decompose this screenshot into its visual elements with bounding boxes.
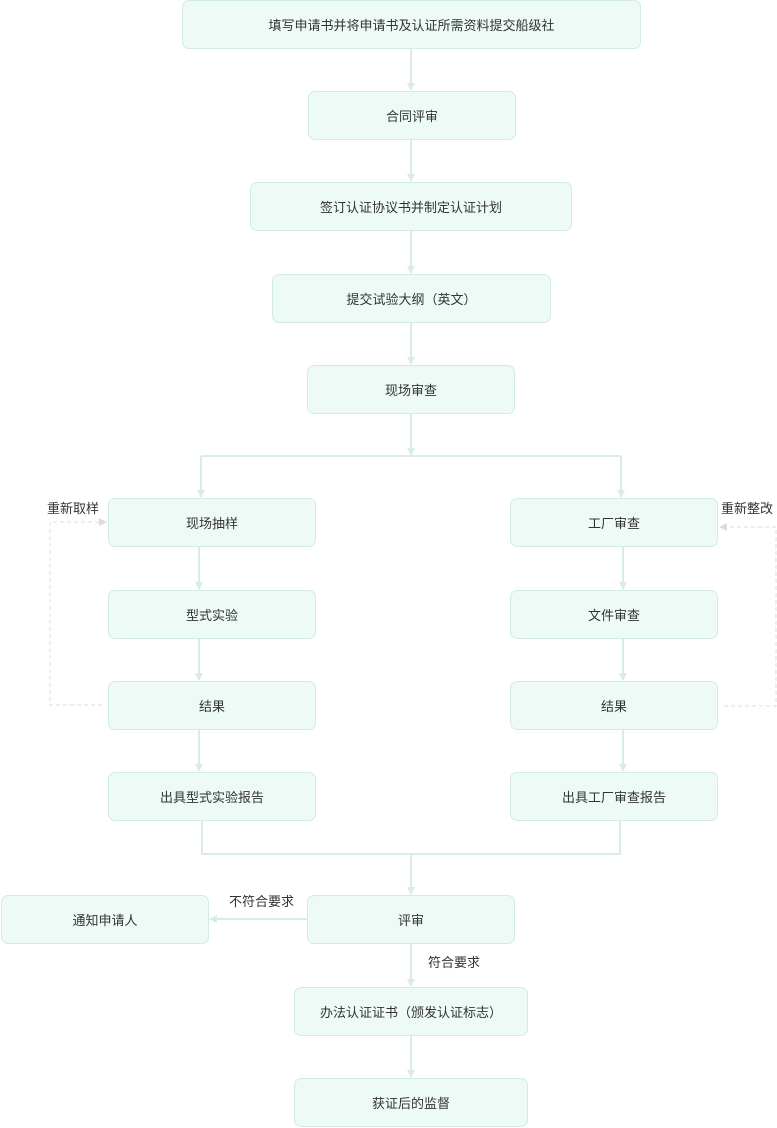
edge-label-resample: 重新取样 bbox=[47, 502, 100, 517]
edge-label-not-compliant: 不符合要求 bbox=[229, 895, 295, 910]
node-evaluation: 评审 bbox=[307, 895, 515, 944]
node-post-certification-supervision: 获证后的监督 bbox=[294, 1078, 528, 1127]
edge-label-compliant: 符合要求 bbox=[428, 956, 481, 971]
node-contract-review: 合同评审 bbox=[308, 91, 516, 140]
node-submit-outline: 提交试验大纲（英文） bbox=[272, 274, 551, 323]
node-notify-applicant: 通知申请人 bbox=[1, 895, 209, 944]
node-result-left: 结果 bbox=[108, 681, 316, 730]
node-type-test: 型式实验 bbox=[108, 590, 316, 639]
node-factory-review-report: 出具工厂审查报告 bbox=[510, 772, 718, 821]
node-submit-application: 填写申请书并将申请书及认证所需资料提交船级社 bbox=[182, 0, 641, 49]
node-site-review: 现场审查 bbox=[307, 365, 515, 414]
node-result-right: 结果 bbox=[510, 681, 718, 730]
edge-label-rectify: 重新整改 bbox=[721, 502, 774, 517]
edge-rectify-loop bbox=[719, 523, 777, 707]
edge-resample-loop bbox=[49, 518, 107, 706]
node-factory-review: 工厂审查 bbox=[510, 498, 718, 547]
node-issue-certificate: 办法认证证书（颁发认证标志） bbox=[294, 987, 528, 1036]
node-type-test-report: 出具型式实验报告 bbox=[108, 772, 316, 821]
node-sign-agreement: 签订认证协议书并制定认证计划 bbox=[250, 182, 572, 231]
node-document-review: 文件审查 bbox=[510, 590, 718, 639]
edge-reports-merge bbox=[201, 821, 621, 855]
node-site-sampling: 现场抽样 bbox=[108, 498, 316, 547]
